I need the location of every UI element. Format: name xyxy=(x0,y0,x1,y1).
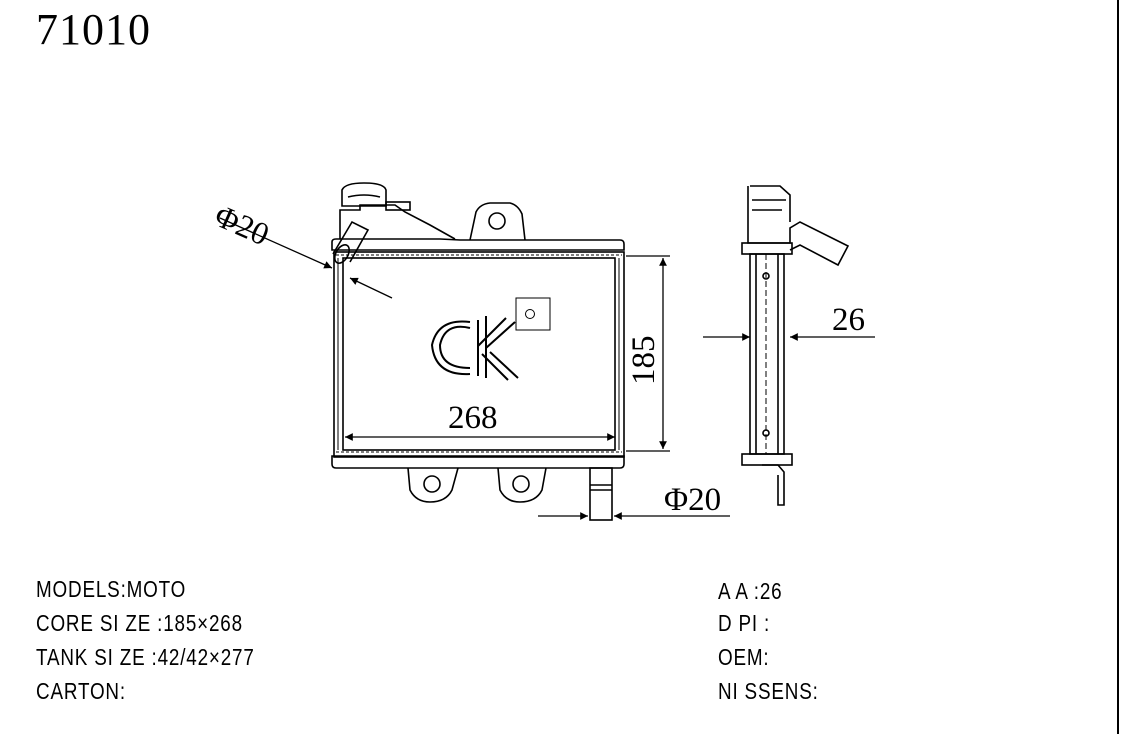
spec-carton: CARTON: xyxy=(36,678,126,704)
frame-right-border xyxy=(1117,0,1119,734)
top-bracket xyxy=(469,202,526,241)
part-number-title: 71010 xyxy=(36,5,151,54)
spec-nissens: NI SSENS: xyxy=(718,678,819,704)
spec-models: MODELS:MOTO xyxy=(36,576,187,602)
side-view xyxy=(741,185,850,506)
spec-dpi: D PI : xyxy=(718,610,771,636)
dim-thickness: 26 xyxy=(832,302,865,338)
dim-outlet-diameter: Φ20 xyxy=(664,482,722,518)
spec-aa: A A :26 xyxy=(718,578,783,604)
bottom-bracket-left xyxy=(407,467,459,503)
inlet-pipe xyxy=(332,220,370,264)
spec-oem: OEM: xyxy=(718,644,770,670)
radiator-core xyxy=(333,251,625,458)
top-tank xyxy=(331,238,625,251)
dim-height: 185 xyxy=(626,335,662,386)
spec-core-size: CORE SI ZE :185×268 xyxy=(36,610,243,636)
spec-tank-size: TANK SI ZE :42/42×277 xyxy=(36,644,255,670)
outlet-pipe xyxy=(589,467,613,521)
dimension-lines xyxy=(219,217,875,520)
front-view xyxy=(331,182,625,521)
filler-cap xyxy=(341,182,387,207)
ck-logo xyxy=(430,297,551,381)
dim-width: 268 xyxy=(448,400,498,436)
bottom-tank xyxy=(331,455,625,469)
bottom-bracket-right xyxy=(497,467,547,503)
logo-mark-box xyxy=(515,297,551,331)
